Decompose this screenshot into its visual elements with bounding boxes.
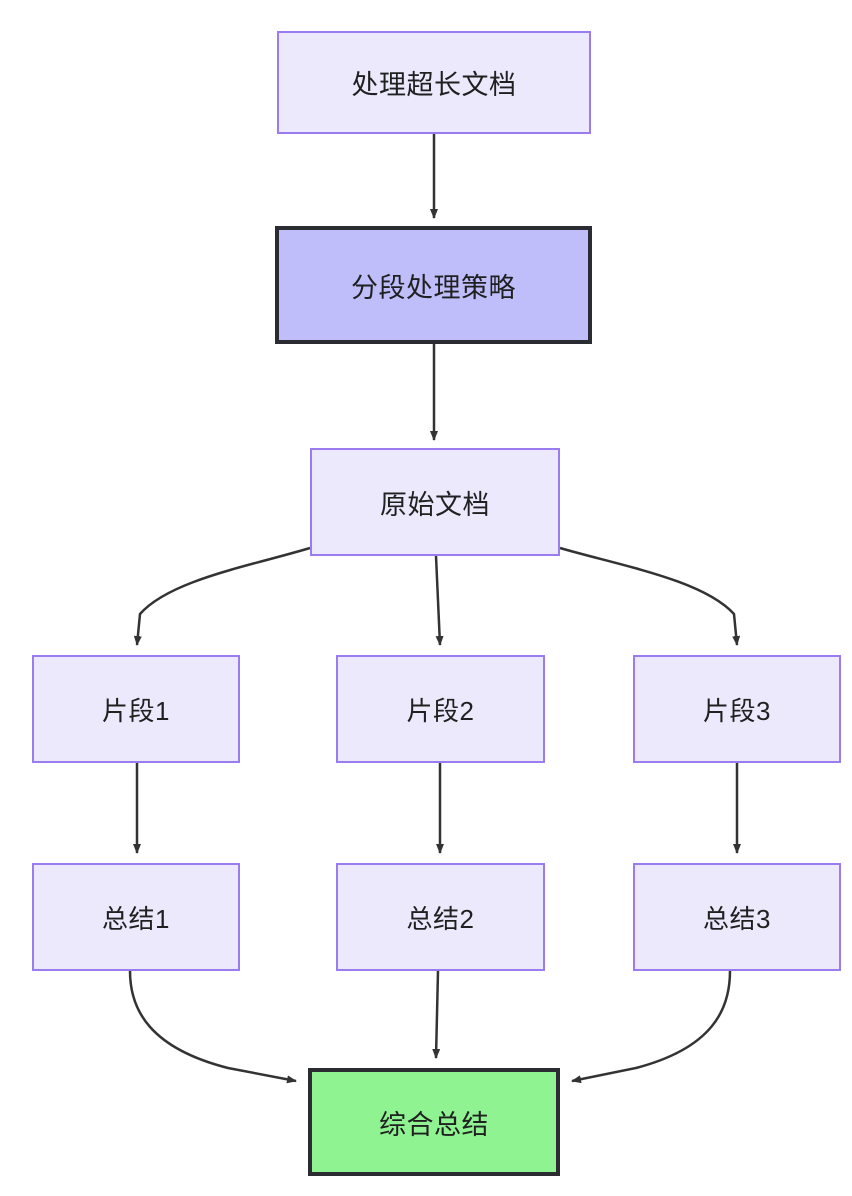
- node-summary-3[interactable]: 总结3: [633, 863, 841, 971]
- node-label: 综合总结: [379, 1109, 489, 1140]
- node-original-document[interactable]: 原始文档: [310, 448, 560, 556]
- node-label: 处理超长文档: [351, 70, 517, 100]
- node-label: 原始文档: [380, 489, 490, 520]
- edge-n7-n10: [128, 970, 297, 1084]
- node-fragment-1[interactable]: 片段1: [32, 655, 240, 763]
- node-fragment-2[interactable]: 片段2: [336, 655, 545, 763]
- node-label: 片段1: [102, 695, 170, 726]
- node-chunking-strategy[interactable]: 分段处理策略: [275, 226, 592, 344]
- node-label: 片段2: [406, 695, 475, 726]
- node-process-long-document[interactable]: 处理超长文档: [277, 31, 591, 134]
- node-label: 总结1: [102, 903, 170, 934]
- edge-n3-n5: [434, 555, 444, 646]
- edge-n3-n6: [559, 546, 741, 646]
- node-label: 分段处理策略: [351, 272, 516, 303]
- edge-n9-n10: [571, 970, 732, 1084]
- node-fragment-3[interactable]: 片段3: [633, 655, 841, 763]
- node-label: 片段3: [703, 695, 771, 726]
- node-summary-2[interactable]: 总结2: [336, 863, 545, 971]
- edge-n8-n10: [432, 970, 441, 1059]
- node-summary-1[interactable]: 总结1: [32, 863, 240, 971]
- node-label: 总结2: [406, 903, 475, 934]
- edge-n3-n4: [133, 546, 311, 646]
- node-final-summary[interactable]: 综合总结: [308, 1068, 560, 1176]
- node-label: 总结3: [703, 903, 771, 934]
